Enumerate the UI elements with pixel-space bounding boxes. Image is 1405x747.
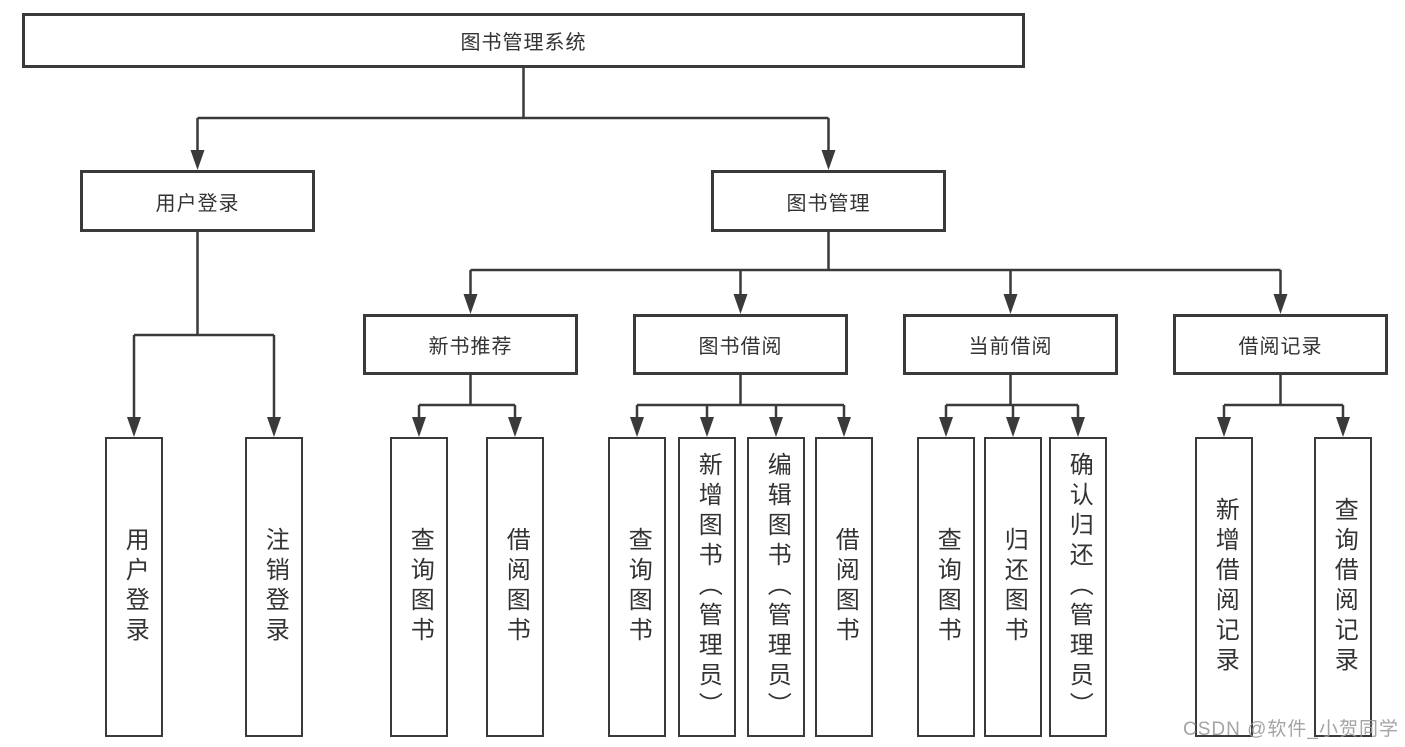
leaf-add-books-admin: 新增图书（管理员） — [678, 437, 736, 737]
leaf-confirm-return-admin: 确认归还（管理员） — [1049, 437, 1107, 737]
connector-borrow-record-to-leaves — [1217, 375, 1350, 437]
leaf-query-borrow-record: 查询借阅记录 — [1314, 437, 1372, 737]
node-book-management: 图书管理 — [711, 170, 946, 232]
node-root: 图书管理系统 — [22, 13, 1025, 68]
leaf-return-books: 归还图书 — [984, 437, 1042, 737]
connector-new-book-recommend-to-leaves — [412, 375, 522, 437]
leaf-query-books-current: 查询图书 — [917, 437, 975, 737]
connector-user-login-to-leaves — [127, 232, 281, 437]
node-borrow-record: 借阅记录 — [1173, 314, 1388, 375]
node-book-borrow: 图书借阅 — [633, 314, 848, 375]
leaf-add-borrow-record: 新增借阅记录 — [1195, 437, 1253, 737]
csdn-watermark: CSDN @软件_小贺同学 — [1183, 719, 1399, 740]
leaf-query-books-recommend: 查询图书 — [390, 437, 448, 737]
leaf-logout: 注销登录 — [245, 437, 303, 737]
leaf-borrow-books: 借阅图书 — [815, 437, 873, 737]
connector-current-borrow-to-leaves — [939, 375, 1085, 437]
connector-book-management-to-level3 — [463, 232, 1288, 314]
node-user-login: 用户登录 — [80, 170, 315, 232]
node-current-borrow: 当前借阅 — [903, 314, 1118, 375]
leaf-edit-books-admin: 编辑图书（管理员） — [747, 437, 805, 737]
connector-root-to-level2 — [190, 68, 836, 170]
connector-book-borrow-to-leaves — [630, 375, 851, 437]
leaf-query-books-borrow: 查询图书 — [608, 437, 666, 737]
node-new-book-recommend: 新书推荐 — [363, 314, 578, 375]
leaf-user-login: 用户登录 — [105, 437, 163, 737]
leaf-borrow-books-recommend: 借阅图书 — [486, 437, 544, 737]
